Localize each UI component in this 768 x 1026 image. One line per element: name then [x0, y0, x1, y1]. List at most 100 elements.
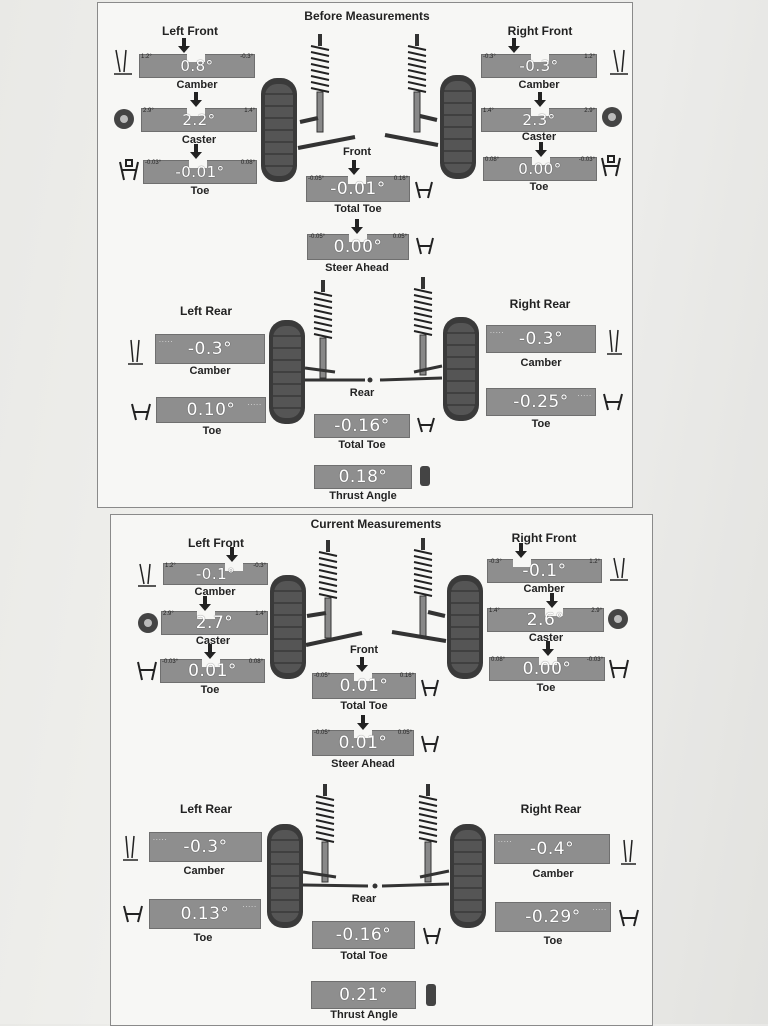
gauge-min: -0.05° — [309, 234, 326, 240]
current-rf-toe-gauge: 0.08° -0.03° 0.00° — [489, 657, 605, 681]
before-left-rear-header: Left Rear — [179, 304, 233, 318]
before-rr-toe-gauge: ····· -0.25° — [486, 388, 596, 416]
current-left-rear-header: Left Rear — [179, 802, 233, 816]
thrust-angle-car-icon — [426, 984, 436, 1006]
before-lr-camber-label: Camber — [189, 365, 231, 377]
current-lf-camber-gauge: 1.2° -0.3° -0.1° — [163, 563, 268, 585]
gauge-max: 0.05° — [397, 730, 412, 736]
total-toe-icon — [415, 181, 433, 199]
before-lr-camber-gauge: ····· -0.3° — [155, 334, 265, 364]
gauge-max: -0.3° — [253, 563, 266, 569]
gauge-value: -0.4° — [529, 839, 575, 859]
gauge-min: 2.9° — [143, 108, 154, 114]
gauge-min: 1.4° — [483, 108, 494, 114]
before-lr-toe-label: Toe — [202, 425, 222, 437]
gauge-value: 0.01° — [338, 733, 388, 753]
current-lr-toe-gauge: ····· 0.13° — [149, 899, 261, 929]
gauge-max: -0.03° — [578, 157, 595, 163]
before-rf-toe-label: Toe — [529, 181, 549, 193]
gauge-dots: ····· — [498, 839, 513, 846]
current-total-toe-rear-gauge: -0.16° — [312, 921, 415, 949]
gauge-value: 0.01° — [339, 676, 389, 696]
caster-wheel-icon — [608, 609, 628, 629]
gauge-value: 0.00° — [522, 659, 572, 679]
gauge-notch — [545, 608, 563, 616]
current-total-toe-rear-label: Total Toe — [340, 950, 388, 962]
gauge-value: 2.3° — [522, 111, 556, 129]
gauge-value: 0.01° — [188, 661, 237, 681]
gauge-max: -0.03° — [586, 657, 603, 663]
before-front-label: Front — [342, 146, 372, 158]
current-rf-caster-label: Caster — [528, 632, 564, 644]
camber-icon — [607, 329, 622, 355]
gauge-value: 0.18° — [338, 467, 388, 487]
gauge-notch — [187, 108, 205, 116]
gauge-min: -0.03° — [145, 160, 162, 166]
gauge-min: 0.08° — [491, 657, 506, 663]
gauge-min: 1.2° — [141, 54, 152, 60]
gauge-value: 2.2° — [182, 111, 216, 129]
before-right-rear-header: Right Rear — [509, 297, 571, 311]
before-rear-label: Rear — [349, 387, 375, 399]
before-rr-camber-label: Camber — [520, 357, 562, 369]
gauge-value: 0.10° — [186, 400, 236, 420]
toe-icon — [137, 661, 157, 681]
gauge-min: 0.08° — [485, 157, 500, 163]
gauge-value: -0.01° — [330, 179, 386, 199]
gauge-notch — [348, 176, 366, 184]
before-total-toe-rear-gauge: -0.16° — [314, 414, 410, 438]
before-steer-ahead-gauge: -0.05° 0.05° 0.00° — [307, 234, 409, 260]
current-steer-ahead-label: Steer Ahead — [331, 758, 395, 770]
camber-icon — [128, 339, 143, 365]
camber-icon — [610, 49, 628, 75]
current-rf-toe-label: Toe — [536, 682, 556, 694]
gauge-value: 0.21° — [339, 985, 388, 1005]
current-lr-toe-label: Toe — [193, 932, 213, 944]
before-thrust-angle-label: Thrust Angle — [329, 490, 397, 502]
gauge-min: 2.9° — [163, 611, 174, 617]
before-total-toe-front-label: Total Toe — [334, 203, 382, 215]
current-rf-camber-gauge: -0.3° 1.2° -0.1° — [487, 559, 602, 583]
gauge-min: 1.4° — [489, 608, 500, 614]
current-lf-toe-gauge: -0.03° 0.08° 0.01° — [160, 659, 265, 683]
gauge-min: -0.3° — [489, 559, 502, 565]
current-right-rear-header: Right Rear — [520, 802, 582, 816]
before-rf-toe-gauge: 0.08° -0.03° 0.00° — [483, 157, 597, 181]
current-left-front-header: Left Front — [188, 536, 244, 550]
gauge-value: -0.1° — [195, 565, 236, 583]
before-lf-camber-label: Camber — [176, 79, 218, 91]
current-lf-toe-label: Toe — [200, 684, 220, 696]
current-front-label: Front — [349, 644, 379, 656]
current-thrust-angle-label: Thrust Angle — [330, 1009, 398, 1021]
gauge-dots: ····· — [242, 904, 257, 911]
caster-wheel-icon — [114, 109, 134, 129]
gauge-dots: ····· — [577, 393, 592, 400]
current-right-front-header: Right Front — [511, 531, 577, 545]
gauge-value: 0.13° — [180, 904, 230, 924]
gauge-notch — [189, 160, 207, 168]
gauge-value: -0.3° — [518, 329, 564, 349]
before-title: Before Measurements — [304, 9, 430, 23]
before-lf-caster-label: Caster — [181, 134, 217, 146]
before-total-toe-front-gauge: -0.05° 0.16° -0.01° — [306, 176, 410, 202]
total-toe-icon — [421, 679, 439, 697]
gauge-value: -0.29° — [525, 907, 581, 927]
current-rf-caster-gauge: 1.4° 2.9° 2.6° — [487, 608, 604, 632]
steer-ahead-icon — [416, 237, 434, 255]
gauge-dots: ····· — [247, 402, 262, 409]
current-total-toe-front-label: Total Toe — [340, 700, 388, 712]
current-lf-caster-label: Caster — [195, 635, 231, 647]
gauge-dots: ····· — [490, 330, 505, 337]
before-lf-camber-gauge: 1.2° -0.3° 0.8° — [139, 54, 255, 78]
gauge-min: -0.05° — [308, 176, 325, 182]
current-lr-camber-gauge: ····· -0.3° — [149, 832, 262, 862]
gauge-value: 2.7° — [195, 613, 234, 633]
camber-icon — [610, 557, 628, 581]
gauge-value: -0.16° — [335, 925, 392, 945]
gauge-max: 0.16° — [399, 673, 414, 679]
camber-icon — [621, 839, 636, 865]
current-rr-toe-gauge: ····· -0.29° — [495, 902, 611, 932]
current-title: Current Measurements — [310, 517, 442, 531]
gauge-value: -0.3° — [187, 339, 233, 359]
gauge-notch — [513, 559, 531, 567]
